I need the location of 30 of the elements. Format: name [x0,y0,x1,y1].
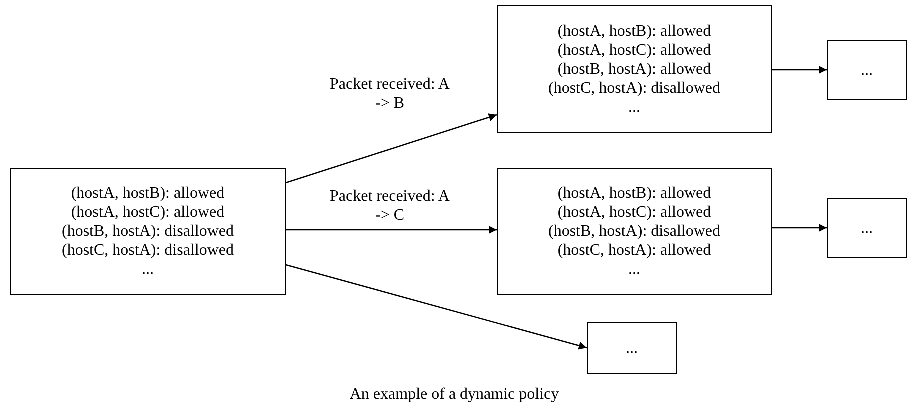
state-box [497,5,772,133]
state-box [827,198,907,258]
rule-text: (hostA, hostB): allowed [558,184,712,203]
rule-text: (hostA, hostC): allowed [558,40,712,60]
arrow [286,226,497,234]
rule-text: (hostC, hostA): disallowed [548,78,720,98]
rule-text: (hostA, hostC): allowed [71,203,225,222]
rule-text: ... [861,60,873,80]
rule-text: (hostA, hostB): allowed [558,22,712,40]
rule-text: (hostA, hostB): allowed [71,184,225,203]
arrow [772,66,827,74]
rule-text: (hostB, hostA): disallowed [548,222,720,241]
rule-text: ... [628,260,640,279]
state-box [587,322,677,374]
rule-text: (hostB, hostA): disallowed [62,222,234,241]
rule-text: (hostB, hostA): allowed [558,60,712,78]
rule-text: (hostA, hostC): allowed [558,203,712,222]
state-box [497,168,772,295]
rule-text: ... [628,98,640,116]
rule-text: (hostC, hostA): disallowed [62,241,234,260]
rule-text: ... [861,218,873,238]
rule-text: (hostC, hostA): allowed [558,241,712,260]
state-box [10,168,286,295]
arrow [286,114,498,184]
arrow [286,264,588,350]
rule-text: ... [626,338,638,358]
arrow [772,224,827,232]
state-box [827,40,907,100]
caption: An example of a dynamic policy [348,386,560,404]
rule-text: ... [142,260,154,279]
